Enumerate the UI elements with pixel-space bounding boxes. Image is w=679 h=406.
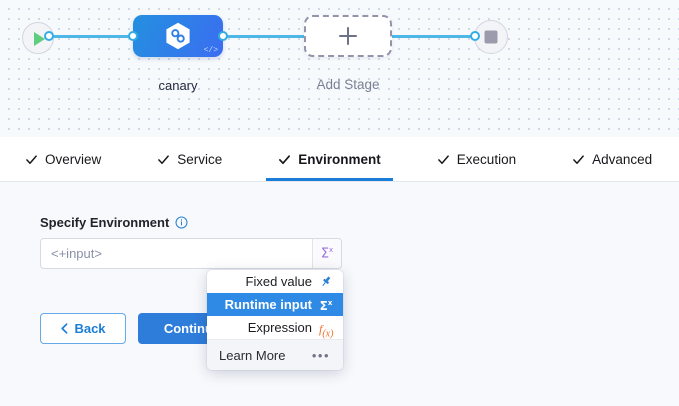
menu-item-expression[interactable]: Expression f(x)	[207, 316, 343, 339]
tab-environment[interactable]: Environment	[266, 137, 393, 181]
connector-port[interactable]	[218, 31, 228, 41]
connector-port[interactable]	[470, 31, 480, 41]
menu-item-label: Fixed value	[245, 274, 312, 289]
menu-item-label: Runtime input	[224, 297, 312, 312]
chevron-left-icon	[61, 323, 68, 334]
back-button[interactable]: Back	[40, 313, 126, 344]
tab-overview[interactable]: Overview	[25, 137, 101, 181]
tab-label: Execution	[456, 151, 517, 167]
tab-label: Advanced	[592, 151, 653, 167]
connector-line	[46, 35, 142, 38]
fx-icon: f(x)	[319, 322, 334, 340]
plus-icon	[339, 35, 357, 37]
menu-item-fixed-value[interactable]: Fixed value	[207, 270, 343, 293]
specify-environment-input-group[interactable]: Σx	[40, 238, 342, 269]
play-icon	[34, 32, 45, 46]
connector-port[interactable]	[44, 31, 54, 41]
check-icon	[279, 154, 291, 164]
specify-environment-label: Specify Environment	[40, 215, 188, 230]
stage-node-label: canary	[158, 78, 198, 93]
pipeline-start-node[interactable]	[22, 22, 54, 54]
pipeline-stage-node-canary[interactable]: </>	[133, 15, 223, 57]
check-icon	[158, 154, 170, 164]
sigma-x-icon: Σx	[320, 245, 334, 262]
input-type-dropdown-menu: Fixed value Runtime input Σx Expression …	[207, 270, 343, 370]
connector-line	[222, 35, 312, 38]
stage-tab-bar: Overview Service Environment Execution	[0, 137, 679, 182]
continue-button-label: Continue	[163, 321, 221, 336]
stop-icon	[484, 30, 498, 44]
menu-item-learn-more[interactable]: Learn More •••	[207, 340, 343, 370]
tab-advanced[interactable]: Advanced	[572, 137, 652, 181]
check-icon	[26, 154, 37, 164]
tab-label: Service	[177, 151, 223, 167]
ellipsis-icon: •••	[311, 347, 330, 363]
menu-divider	[207, 339, 343, 340]
tab-execution[interactable]: Execution	[437, 137, 516, 181]
code-icon: </>	[203, 46, 218, 55]
tab-label: Environment	[298, 151, 381, 167]
menu-item-label: Expression	[247, 320, 312, 335]
tab-label: Overview	[45, 151, 102, 167]
connector-line	[386, 35, 476, 38]
learn-more-label: Learn More	[219, 347, 286, 363]
back-button-label: Back	[74, 321, 106, 336]
info-icon[interactable]	[175, 216, 188, 229]
runtime-input-toggle-button[interactable]: Σx	[312, 239, 341, 268]
add-stage-node[interactable]	[304, 15, 392, 57]
add-stage-label: Add Stage	[316, 77, 380, 92]
sigma-x-icon: Σx	[319, 299, 333, 313]
menu-item-runtime-input[interactable]: Runtime input Σx	[207, 293, 343, 316]
pipeline-canvas[interactable]: </> canary Add Stage	[0, 0, 679, 137]
pipeline-hexagon-icon	[166, 22, 190, 50]
pin-icon	[322, 276, 331, 287]
connector-port[interactable]	[128, 31, 138, 41]
check-icon	[573, 154, 584, 164]
specify-environment-input[interactable]	[41, 239, 312, 268]
check-icon	[437, 154, 449, 164]
field-label-text: Specify Environment	[40, 215, 170, 230]
tab-service[interactable]: Service	[157, 137, 222, 181]
